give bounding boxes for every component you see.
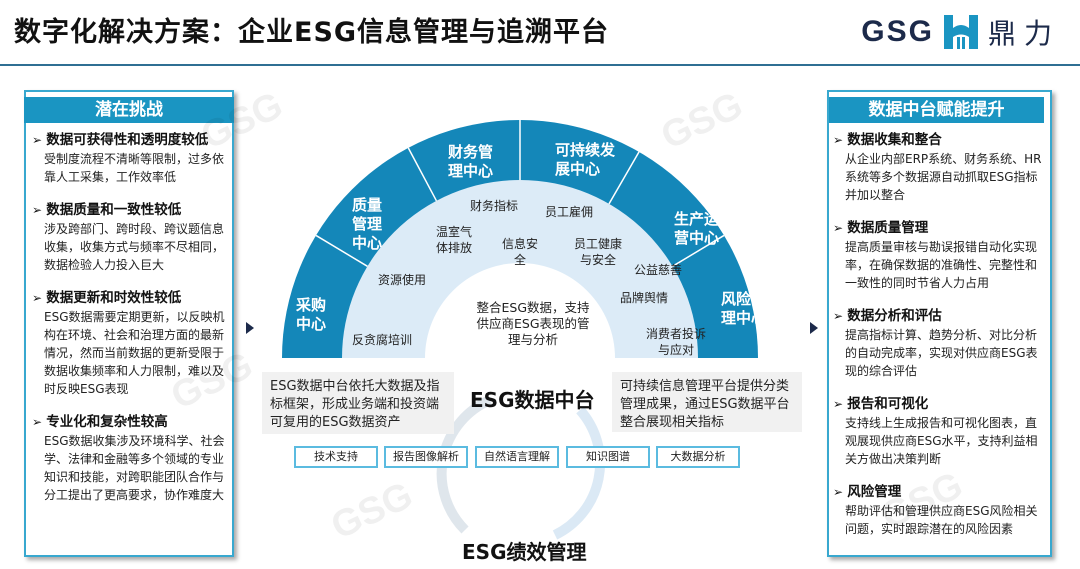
keyword: 品牌舆情: [620, 291, 669, 305]
core-text: 整合ESG数据，支持供应商ESG表现的管理与分析: [476, 300, 590, 347]
fan-divider: [315, 234, 368, 267]
challenges-panel: 潜在挑战 数据可获得性和透明度较低受制度流程不清晰等限制，过多依靠人工采集，工作…: [24, 90, 234, 557]
keyword: 公益慈善: [634, 263, 683, 277]
keyword: 财务指标: [470, 199, 519, 213]
benefit-item: 报告和可视化支持线上生成报告和可视化图表，直观展现供应商ESG水平，支持利益相关…: [833, 394, 1046, 468]
center-production: 生产运营中心: [674, 210, 720, 247]
benefit-item: 数据分析和评估提高指标计算、趋势分析、对比分析的自动完成率，实现对供应商ESG表…: [833, 306, 1046, 380]
tech-tag: 知识图谱: [566, 446, 650, 468]
platform-note-right: 可持续信息管理平台提供分类管理成果，通过ESG数据平台整合展现相关指标: [612, 372, 802, 432]
empowerment-panel: 数据中台赋能提升 数据收集和整合从企业内部ERP系统、财务系统、HR系统等多个数…: [827, 90, 1052, 557]
keyword: 员工雇佣: [545, 205, 594, 219]
page-title: 数字化解决方案：企业ESG信息管理与追溯平台: [14, 17, 610, 48]
benefit-item: 数据收集和整合从企业内部ERP系统、财务系统、HR系统等多个数据源自动抓取ESG…: [833, 130, 1046, 204]
benefit-item: 数据质量管理提高质量审核与勘误报错自动化实现率，在确保数据的准确性、完整性和一致…: [833, 218, 1046, 292]
performance-title: ESG绩效管理: [462, 540, 587, 564]
keyword: 温室气体排放: [435, 225, 472, 255]
platform-title: ESG数据中台: [470, 388, 595, 412]
center-quality: 质量管理中心: [352, 196, 383, 252]
logo-mark-icon: [943, 15, 978, 49]
tech-tag: 技术支持: [294, 446, 378, 468]
fan-divider: [672, 234, 725, 267]
keyword: 员工健康与安全: [573, 237, 622, 267]
header-divider: [0, 64, 1080, 66]
center-finance: 财务管理中心: [448, 143, 494, 180]
fan-divider: [407, 147, 438, 202]
left-arrow-icon: [246, 322, 254, 334]
keyword: 资源使用: [378, 273, 427, 287]
center-sustainability: 可持续发展中心: [555, 141, 616, 178]
right-arrow-icon: [810, 322, 818, 334]
challenge-item: 数据更新和时效性较低ESG数据需要定期更新，以反映机构在环境、社会和治理方面的最…: [32, 288, 228, 398]
center-procurement: 采购中心: [296, 296, 327, 333]
keyword: 信息安全: [501, 237, 538, 267]
tech-tag: 自然语言理解: [475, 446, 559, 468]
logo-cn: 鼎力: [987, 17, 1060, 50]
tech-tag: 报告图像解析: [384, 446, 468, 468]
keyword: 消费者投诉与应对: [645, 327, 706, 357]
logo-gsg: GSG: [861, 15, 934, 48]
empowerment-title: 数据中台赋能提升: [829, 97, 1044, 123]
tech-tag: 大数据分析: [656, 446, 740, 468]
center-risk: 风险管理中心: [721, 290, 767, 327]
logo: GSG 鼎力: [861, 12, 1060, 52]
challenge-item: 数据质量和一致性较低涉及跨部门、跨时段、跨议题信息收集，收集方式与频率不尽相同，…: [32, 200, 228, 274]
challenge-item: 专业化和复杂性较高ESG数据收集涉及环境科学、社会学、法律和金融等多个领域的专业…: [32, 412, 228, 504]
challenges-title: 潜在挑战: [24, 97, 234, 123]
fan-divider: [608, 151, 640, 205]
keyword: 反贪腐培训: [352, 333, 413, 347]
platform-note-left: ESG数据中台依托大数据及指标框架，形成业务端和投资端可复用的ESG数据资产: [262, 372, 454, 434]
